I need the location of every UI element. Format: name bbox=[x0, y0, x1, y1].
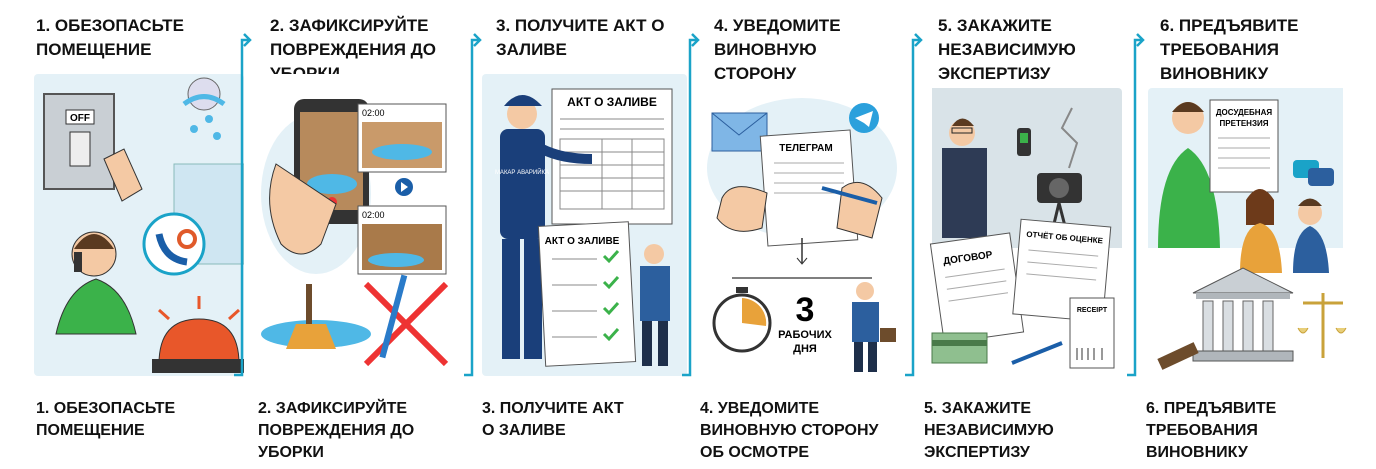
step-6-caption: 6. ПРЕДЪЯВИТЕ ТРЕБОВАНИЯ ВИНОВНИКУ bbox=[1146, 400, 1277, 461]
svg-text:02:00: 02:00 bbox=[362, 108, 385, 118]
svg-text:АКТ О ЗАЛИВЕ: АКТ О ЗАЛИВЕ bbox=[567, 95, 657, 109]
step-3-heading: 3. ПОЛУЧИТЕ АКТ О ЗАЛИВЕ bbox=[496, 16, 665, 59]
step-4-illustration: ТЕЛЕГРАМ 3 РАБОЧИХ ДНЯ bbox=[702, 88, 902, 376]
step-3: 3. ПОЛУЧИТЕ АКТ О ЗАЛИВЕ АКТ О ЗАЛИВЕ МА… bbox=[474, 0, 687, 469]
step-5-illustration: ДОГОВОР ОТЧЁТ ОБ ОЦЕНКЕ RECEIPT bbox=[922, 88, 1122, 376]
svg-text:ТЕЛЕГРАМ: ТЕЛЕГРАМ bbox=[779, 143, 832, 154]
svg-text:02:00: 02:00 bbox=[362, 210, 385, 220]
step-2: 2. ЗАФИКСИРУЙТЕ ПОВРЕЖДЕНИЯ ДО УБОРКИ 02… bbox=[250, 0, 466, 469]
step-3-illustration: АКТ О ЗАЛИВЕ МАКАР АВАРИЙКА АКТ О ЗАЛИВЕ bbox=[482, 74, 687, 376]
step-5-heading: 5. ЗАКАЖИТЕ НЕЗАВИСИМУЮ ЭКСПЕРТИЗУ bbox=[938, 16, 1076, 83]
svg-text:ДОСУДЕБНАЯ: ДОСУДЕБНАЯ bbox=[1216, 108, 1273, 117]
arrow-icon bbox=[464, 33, 482, 377]
step-2-caption: 2. ЗАФИКСИРУЙТЕ ПОВРЕЖДЕНИЯ ДО УБОРКИ bbox=[258, 400, 415, 461]
step-3-caption: 3. ПОЛУЧИТЕ АКТ О ЗАЛИВЕ bbox=[482, 400, 624, 439]
svg-text:РАБОЧИХ: РАБОЧИХ bbox=[778, 329, 832, 341]
step-1-caption: 1. ОБЕЗОПАСЬТЕ ПОМЕЩЕНИЕ bbox=[36, 400, 176, 439]
svg-text:АКТ О ЗАЛИВЕ: АКТ О ЗАЛИВЕ bbox=[545, 236, 620, 247]
arrow-icon bbox=[234, 33, 252, 377]
step-4: 4. УВЕДОМИТЕ ВИНОВНУЮ СТОРОНУ ТЕЛЕГРАМ 3… bbox=[692, 0, 902, 469]
svg-text:3: 3 bbox=[796, 291, 815, 329]
step-1-illustration: OFF bbox=[34, 74, 244, 376]
step-6-heading: 6. ПРЕДЪЯВИТЕ ТРЕБОВАНИЯ ВИНОВНИКУ bbox=[1160, 16, 1299, 83]
step-5: 5. ЗАКАЖИТЕ НЕЗАВИСИМУЮ ЭКСПЕРТИЗУ ДОГОВ… bbox=[916, 0, 1126, 469]
step-6-illustration: ДОСУДЕБНАЯ ПРЕТЕНЗИЯ bbox=[1148, 88, 1348, 376]
svg-text:RECEIPT: RECEIPT bbox=[1077, 307, 1108, 314]
off-label: OFF bbox=[70, 113, 90, 124]
svg-text:ДНЯ: ДНЯ bbox=[793, 343, 817, 355]
arrow-icon bbox=[682, 33, 700, 377]
step-6: 6. ПРЕДЪЯВИТЕ ТРЕБОВАНИЯ ВИНОВНИКУ ДОСУД… bbox=[1138, 0, 1348, 469]
step-1-heading: 1. ОБЕЗОПАСЬТЕ ПОМЕЩЕНИЕ bbox=[36, 16, 184, 59]
step-2-illustration: 02:00 02:00 bbox=[256, 74, 466, 376]
svg-text:МАКАР АВАРИЙКА: МАКАР АВАРИЙКА bbox=[495, 168, 549, 176]
step-1: 1. ОБЕЗОПАСЬТЕ ПОМЕЩЕНИЕ OFF bbox=[28, 0, 244, 469]
svg-text:ПРЕТЕНЗИЯ: ПРЕТЕНЗИЯ bbox=[1220, 119, 1269, 128]
step-4-caption: 4. УВЕДОМИТЕ ВИНОВНУЮ СТОРОНУ ОБ ОСМОТРЕ bbox=[700, 400, 879, 461]
step-5-caption: 5. ЗАКАЖИТЕ НЕЗАВИСИМУЮ ЭКСПЕРТИЗУ bbox=[924, 400, 1054, 461]
arrow-icon bbox=[905, 33, 923, 377]
step-4-heading: 4. УВЕДОМИТЕ ВИНОВНУЮ СТОРОНУ bbox=[714, 16, 841, 83]
arrow-icon bbox=[1127, 33, 1145, 377]
